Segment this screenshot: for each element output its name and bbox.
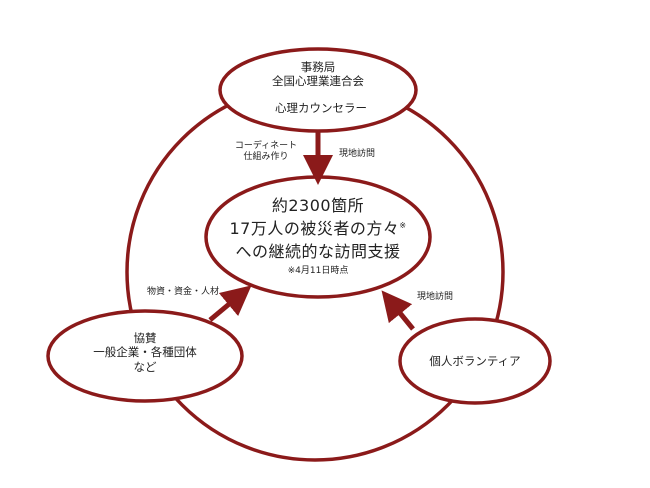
arrow-right-to-center bbox=[381, 290, 415, 331]
top-node-title: 事務局 全国心理業連合会 bbox=[268, 60, 368, 89]
label-coordinate: コーディネート 仕組み作り bbox=[226, 141, 306, 164]
left-node-ellipse bbox=[46, 309, 244, 403]
right-node-line1: 個人ボランティア bbox=[429, 354, 521, 368]
left-node-text: 協賛 一般企業・各種団体 など bbox=[85, 331, 205, 374]
center-node-line1: 約2300箇所 bbox=[271, 196, 365, 215]
top-node-ellipse bbox=[218, 47, 418, 133]
arrow-left-to-center bbox=[208, 285, 252, 322]
label-top-visit: 現地訪問 bbox=[338, 149, 375, 159]
label-coordinate-line1: コーディネート bbox=[234, 141, 298, 151]
label-supplies: 物資・資金・人材 bbox=[146, 287, 219, 297]
center-node-note-mark: ※ bbox=[399, 221, 407, 230]
left-node-line2: 一般企業・各種団体 bbox=[93, 345, 197, 360]
center-node-line2-wrap: 17万人の被災者の方々※ bbox=[210, 219, 426, 239]
label-right-visit: 現地訪問 bbox=[416, 292, 453, 302]
left-node-line1: 協賛 bbox=[133, 331, 157, 345]
top-node-line2: 全国心理業連合会 bbox=[272, 74, 364, 89]
center-node-line2: 17万人の被災者の方々 bbox=[229, 219, 400, 238]
left-node-line3: など bbox=[133, 359, 157, 374]
label-coordinate-line2: 仕組み作り bbox=[243, 152, 289, 163]
top-node-line1: 事務局 bbox=[300, 60, 336, 74]
center-node-footnote: ※4月11日時点 bbox=[287, 266, 349, 276]
right-node-ellipse bbox=[398, 317, 552, 405]
top-node-line3: 心理カウンセラー bbox=[275, 101, 367, 115]
center-node-line3: への継続的な訪問支援 bbox=[235, 242, 401, 261]
